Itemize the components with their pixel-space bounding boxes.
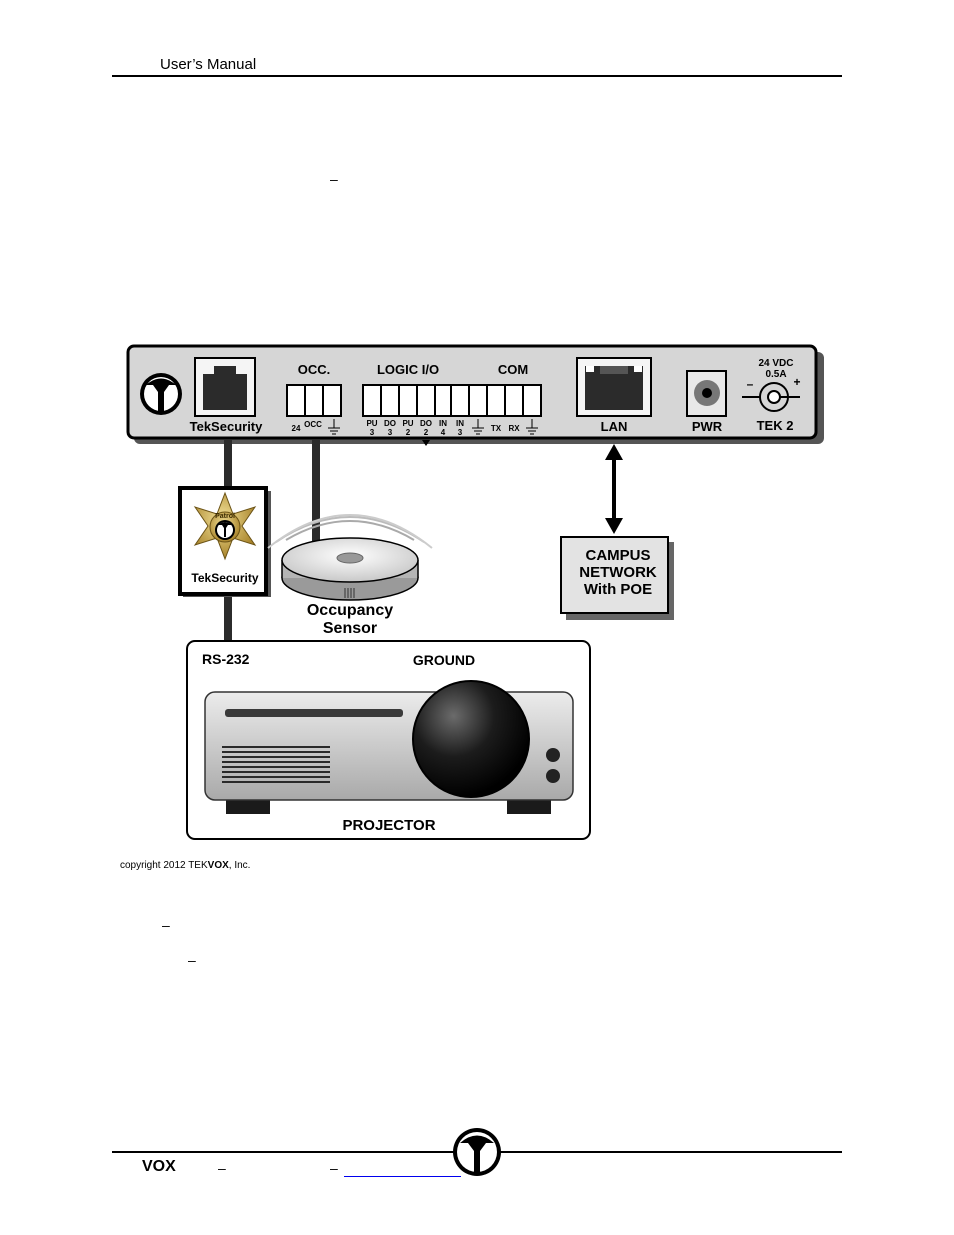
occ-pin-24: 24 [292,424,301,433]
footer-dash: – [218,1160,226,1176]
logic-pin-label: 2 [406,428,411,437]
logic-pin-label: PU [402,419,413,428]
rs232-label: RS-232 [202,651,250,667]
logic-com-terminal-block [362,384,542,417]
security-badge-icon [193,491,257,561]
lan-port-icon [576,357,652,417]
tek2-label: TEK 2 [757,418,794,433]
lan-port-label: LAN [601,419,628,434]
body-dash: – [188,952,196,968]
sensor-label-line2: Sensor [323,620,377,637]
polarity-minus: – [747,377,754,391]
occ-port-label: OCC. [298,362,331,377]
network-line2: NETWORK [579,564,657,581]
com-pin-rx: RX [508,424,520,433]
logic-pin-label: DO [384,419,396,428]
tekvox-logo-icon [140,373,182,415]
ground-icon [526,419,538,435]
rs232-cable [224,594,232,642]
copyright-prefix: copyright 2012 TEK [120,860,208,871]
footer-brand: VOX [142,1158,176,1175]
occ-pin-occ: OCC [304,420,322,429]
logic-pin-label: 3 [388,428,393,437]
copyright-suffix: , Inc. [228,860,251,871]
network-line1: CAMPUS [585,547,650,564]
occ-cable [312,440,320,550]
projector-vent [222,746,330,783]
body-dash: – [162,917,170,933]
logic-pin-label: 3 [458,428,463,437]
network-line3: With POE [584,581,652,598]
dc-polarity-icon [742,382,800,412]
polarity-plus: + [793,375,800,389]
campus-network-box: CAMPUS NETWORK With POE [560,536,674,620]
logic-pin-label: IN [456,419,464,428]
lan-network-arrow [605,444,623,534]
projector-label: PROJECTOR [342,817,435,834]
logic-pin-label: 4 [441,428,446,437]
power-rating-current: 0.5A [765,369,786,380]
com-label: COM [498,362,528,377]
projector-button-icon [546,769,560,783]
logic-pin-label: IN [439,419,447,428]
body-dash: – [330,171,338,187]
occupancy-sensor: Occupancy Sensor [267,514,433,637]
footer-logo-icon [453,1128,501,1176]
logic-pin-label: PU [366,419,377,428]
footer-dash: – [330,1160,338,1176]
projector: RS-232 GROUND PROJECTOR [186,640,591,840]
rear-panel: TekSecurity OCC. 24 OCC LOGIC I/O COM [126,344,824,446]
header-rule [112,75,842,77]
teksecurity-module-label: TekSecurity [191,571,258,585]
copyright-brand: VOX [207,860,229,871]
logic-io-label: LOGIC I/O [377,362,439,377]
com-pin-tx: TX [491,424,502,433]
pwr-label: PWR [692,419,723,434]
ground-icon [328,419,340,435]
power-rating-voltage: 24 VDC [758,358,793,369]
teksecurity-cable [224,440,232,490]
badge-label: Patrol [215,513,235,520]
ground-label: GROUND [413,652,475,668]
footer-link[interactable] [344,1160,461,1177]
logic-pin-label: 2 [424,428,429,437]
power-jack-icon [686,370,727,417]
projector-lens-icon [412,680,530,798]
teksecurity-port-icon [194,357,256,417]
projector-button-icon [546,748,560,762]
occ-terminal-block [286,384,342,417]
teksecurity-module: Patrol TekSecurity [178,486,271,597]
copyright-caption: copyright 2012 TEKVOX, Inc. [120,860,250,871]
wiring-diagram: TekSecurity OCC. 24 OCC LOGIC I/O COM [126,344,824,840]
logic-pin-label: 3 [370,428,375,437]
sensor-label-line1: Occupancy [307,602,393,619]
cables [224,440,320,642]
teksecurity-port-label: TekSecurity [190,419,264,434]
header-title: User’s Manual [160,56,257,73]
logic-pin-label: DO [420,419,432,428]
ground-icon [472,419,484,435]
